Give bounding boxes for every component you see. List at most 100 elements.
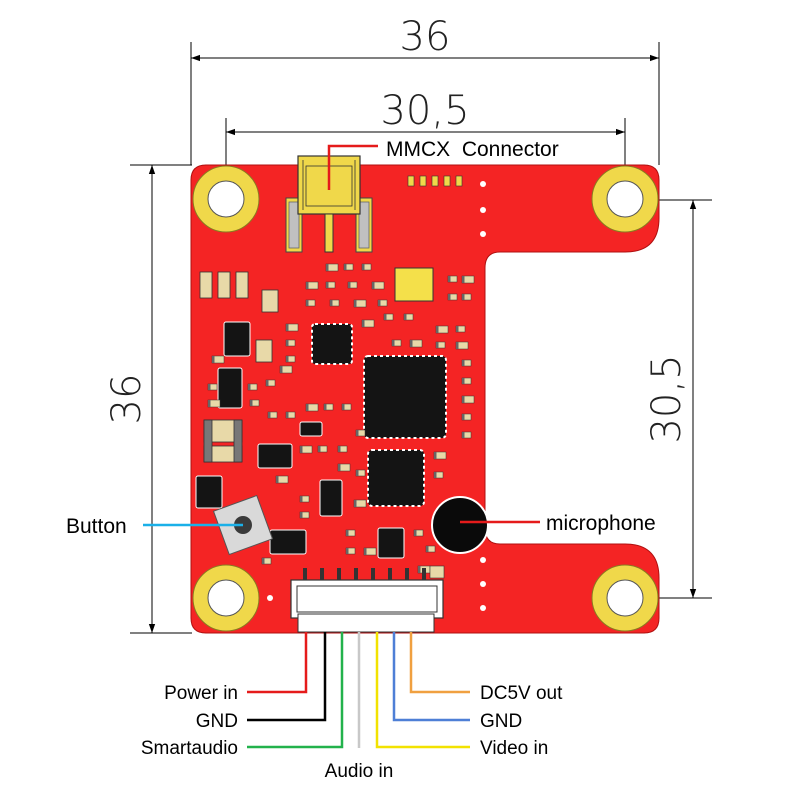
jst-pin (422, 568, 426, 580)
jst-pin (320, 568, 324, 580)
wire-power-in (247, 632, 308, 694)
jst-pin (371, 568, 375, 580)
smd-part-terminal (318, 446, 321, 452)
smd-part-terminal (354, 300, 357, 307)
smd-part-terminal (286, 356, 289, 362)
smd-part-terminal (434, 472, 437, 478)
inductor (394, 267, 434, 302)
smd-part-terminal (338, 446, 341, 452)
wire-gnd-right (392, 632, 470, 722)
smd-part-terminal (462, 276, 465, 283)
smd-part-terminal (208, 400, 211, 407)
smd-part-terminal (338, 464, 341, 471)
smd-part-terminal (434, 452, 437, 459)
label-video-in: Video in (480, 738, 548, 759)
smd-part-terminal (456, 326, 459, 332)
small-qfn-chip (311, 323, 353, 365)
jst-pin (354, 568, 358, 580)
smd-part-terminal (286, 324, 289, 331)
mounting-hole-bottom-right (591, 564, 659, 632)
smd-part-terminal (266, 380, 269, 386)
dimension-mount-width-label: 30,5 (380, 88, 469, 134)
smd-part-terminal (326, 282, 329, 288)
smd-part-terminal (462, 396, 465, 403)
smd-part-terminal (448, 294, 451, 300)
label-power-in: Power in (164, 683, 238, 704)
smd-part-terminal (276, 476, 279, 483)
smd-pad-row (407, 175, 463, 187)
smd-part-terminal (286, 340, 289, 346)
label-button: Button (66, 515, 127, 538)
smd-part-terminal (324, 404, 327, 410)
smd-part-terminal (300, 512, 303, 518)
smd-part-terminal (462, 432, 465, 438)
smd-part-terminal (436, 342, 439, 348)
jst-pin (303, 568, 307, 580)
smd-part-terminal (404, 314, 407, 320)
dimension-overall-height (130, 164, 192, 634)
jst-pin (405, 568, 409, 580)
smd-part-terminal (300, 446, 303, 453)
jst-pins (303, 568, 426, 580)
label-smartaudio: Smartaudio (141, 738, 238, 759)
smd-part-terminal (392, 340, 395, 346)
smd-part-terminal (300, 496, 303, 502)
wire-dc5v-out (409, 632, 470, 694)
smd-part-terminal (372, 282, 375, 289)
smd-part-terminal (362, 264, 365, 270)
smd-part-terminal (248, 384, 251, 390)
smd-part-terminal (344, 264, 347, 270)
smd-part-terminal (330, 300, 333, 306)
smd-part-terminal (410, 340, 413, 347)
jst-pin (388, 568, 392, 580)
smd-part-terminal (212, 356, 215, 363)
smd-part-terminal (426, 546, 429, 552)
callout-mmcx-line (327, 144, 378, 190)
dimension-overall-width (190, 42, 660, 165)
smd-part-terminal (414, 530, 417, 536)
smd-part-terminal (448, 276, 451, 282)
smd-part-terminal (306, 300, 309, 306)
smd-part-terminal (462, 414, 465, 420)
via-column-bottom (267, 557, 486, 611)
smd-part-terminal (354, 500, 357, 507)
dimension-overall-width-label: 36 (400, 14, 451, 60)
via-column-top (480, 181, 486, 237)
wire-gnd-left (247, 632, 327, 722)
smd-part-terminal (342, 404, 345, 410)
wire-video-in (375, 632, 470, 749)
smd-part-terminal (462, 360, 465, 366)
smd-part-terminal (326, 264, 329, 271)
microphone-component (431, 496, 489, 554)
capacitors-large (199, 271, 279, 463)
smd-part-terminal (346, 548, 349, 554)
label-audio-in: Audio in (325, 761, 394, 782)
main-chip (363, 355, 447, 439)
smd-part-terminal (306, 282, 309, 289)
smd-part-terminal (364, 548, 367, 555)
mounting-hole-bottom-left (192, 564, 260, 632)
label-mmcx-connector: MMCX Connector (386, 138, 559, 161)
dimension-mount-height-label: 30,5 (644, 354, 690, 443)
smd-part-terminal (286, 412, 289, 418)
smd-part-terminal (436, 326, 439, 333)
ic-components (195, 321, 405, 559)
smd-components (207, 263, 475, 574)
smd-part-terminal (346, 530, 349, 536)
label-gnd-right: GND (480, 711, 522, 732)
smd-part-terminal (280, 366, 283, 373)
mounting-hole-top-right (591, 165, 659, 233)
smd-part-terminal (462, 294, 465, 300)
label-microphone: microphone (546, 512, 656, 535)
smd-part-terminal (378, 300, 381, 306)
smd-part-terminal (362, 320, 365, 327)
smd-part-terminal (268, 412, 271, 418)
smd-part-terminal (462, 378, 465, 384)
smd-part-terminal (356, 470, 359, 476)
jst-connector (290, 565, 445, 633)
smd-part-terminal (250, 400, 253, 406)
dimension-overall-height-label: 36 (104, 374, 150, 425)
wire-smartaudio (247, 632, 344, 749)
smd-part-terminal (456, 342, 459, 349)
